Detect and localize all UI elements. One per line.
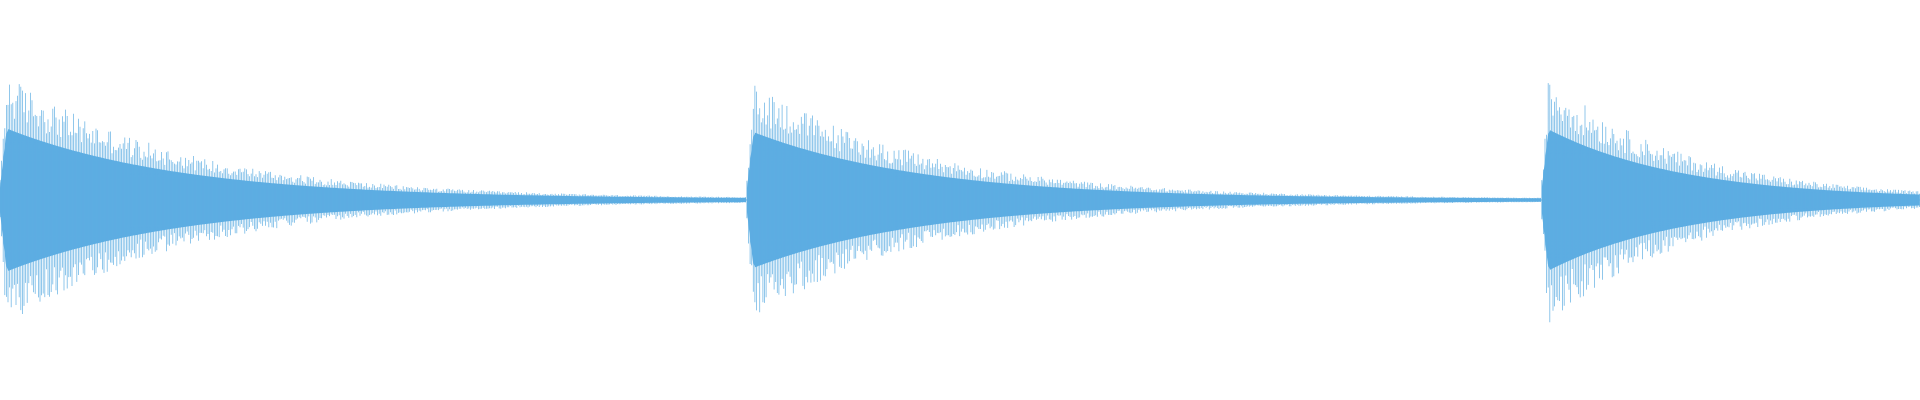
waveform-peaks-3 (1541, 83, 1920, 323)
waveform-peaks-1 (0, 84, 746, 314)
waveform-spikes (0, 83, 1920, 323)
waveform-peaks-2 (746, 85, 1541, 313)
